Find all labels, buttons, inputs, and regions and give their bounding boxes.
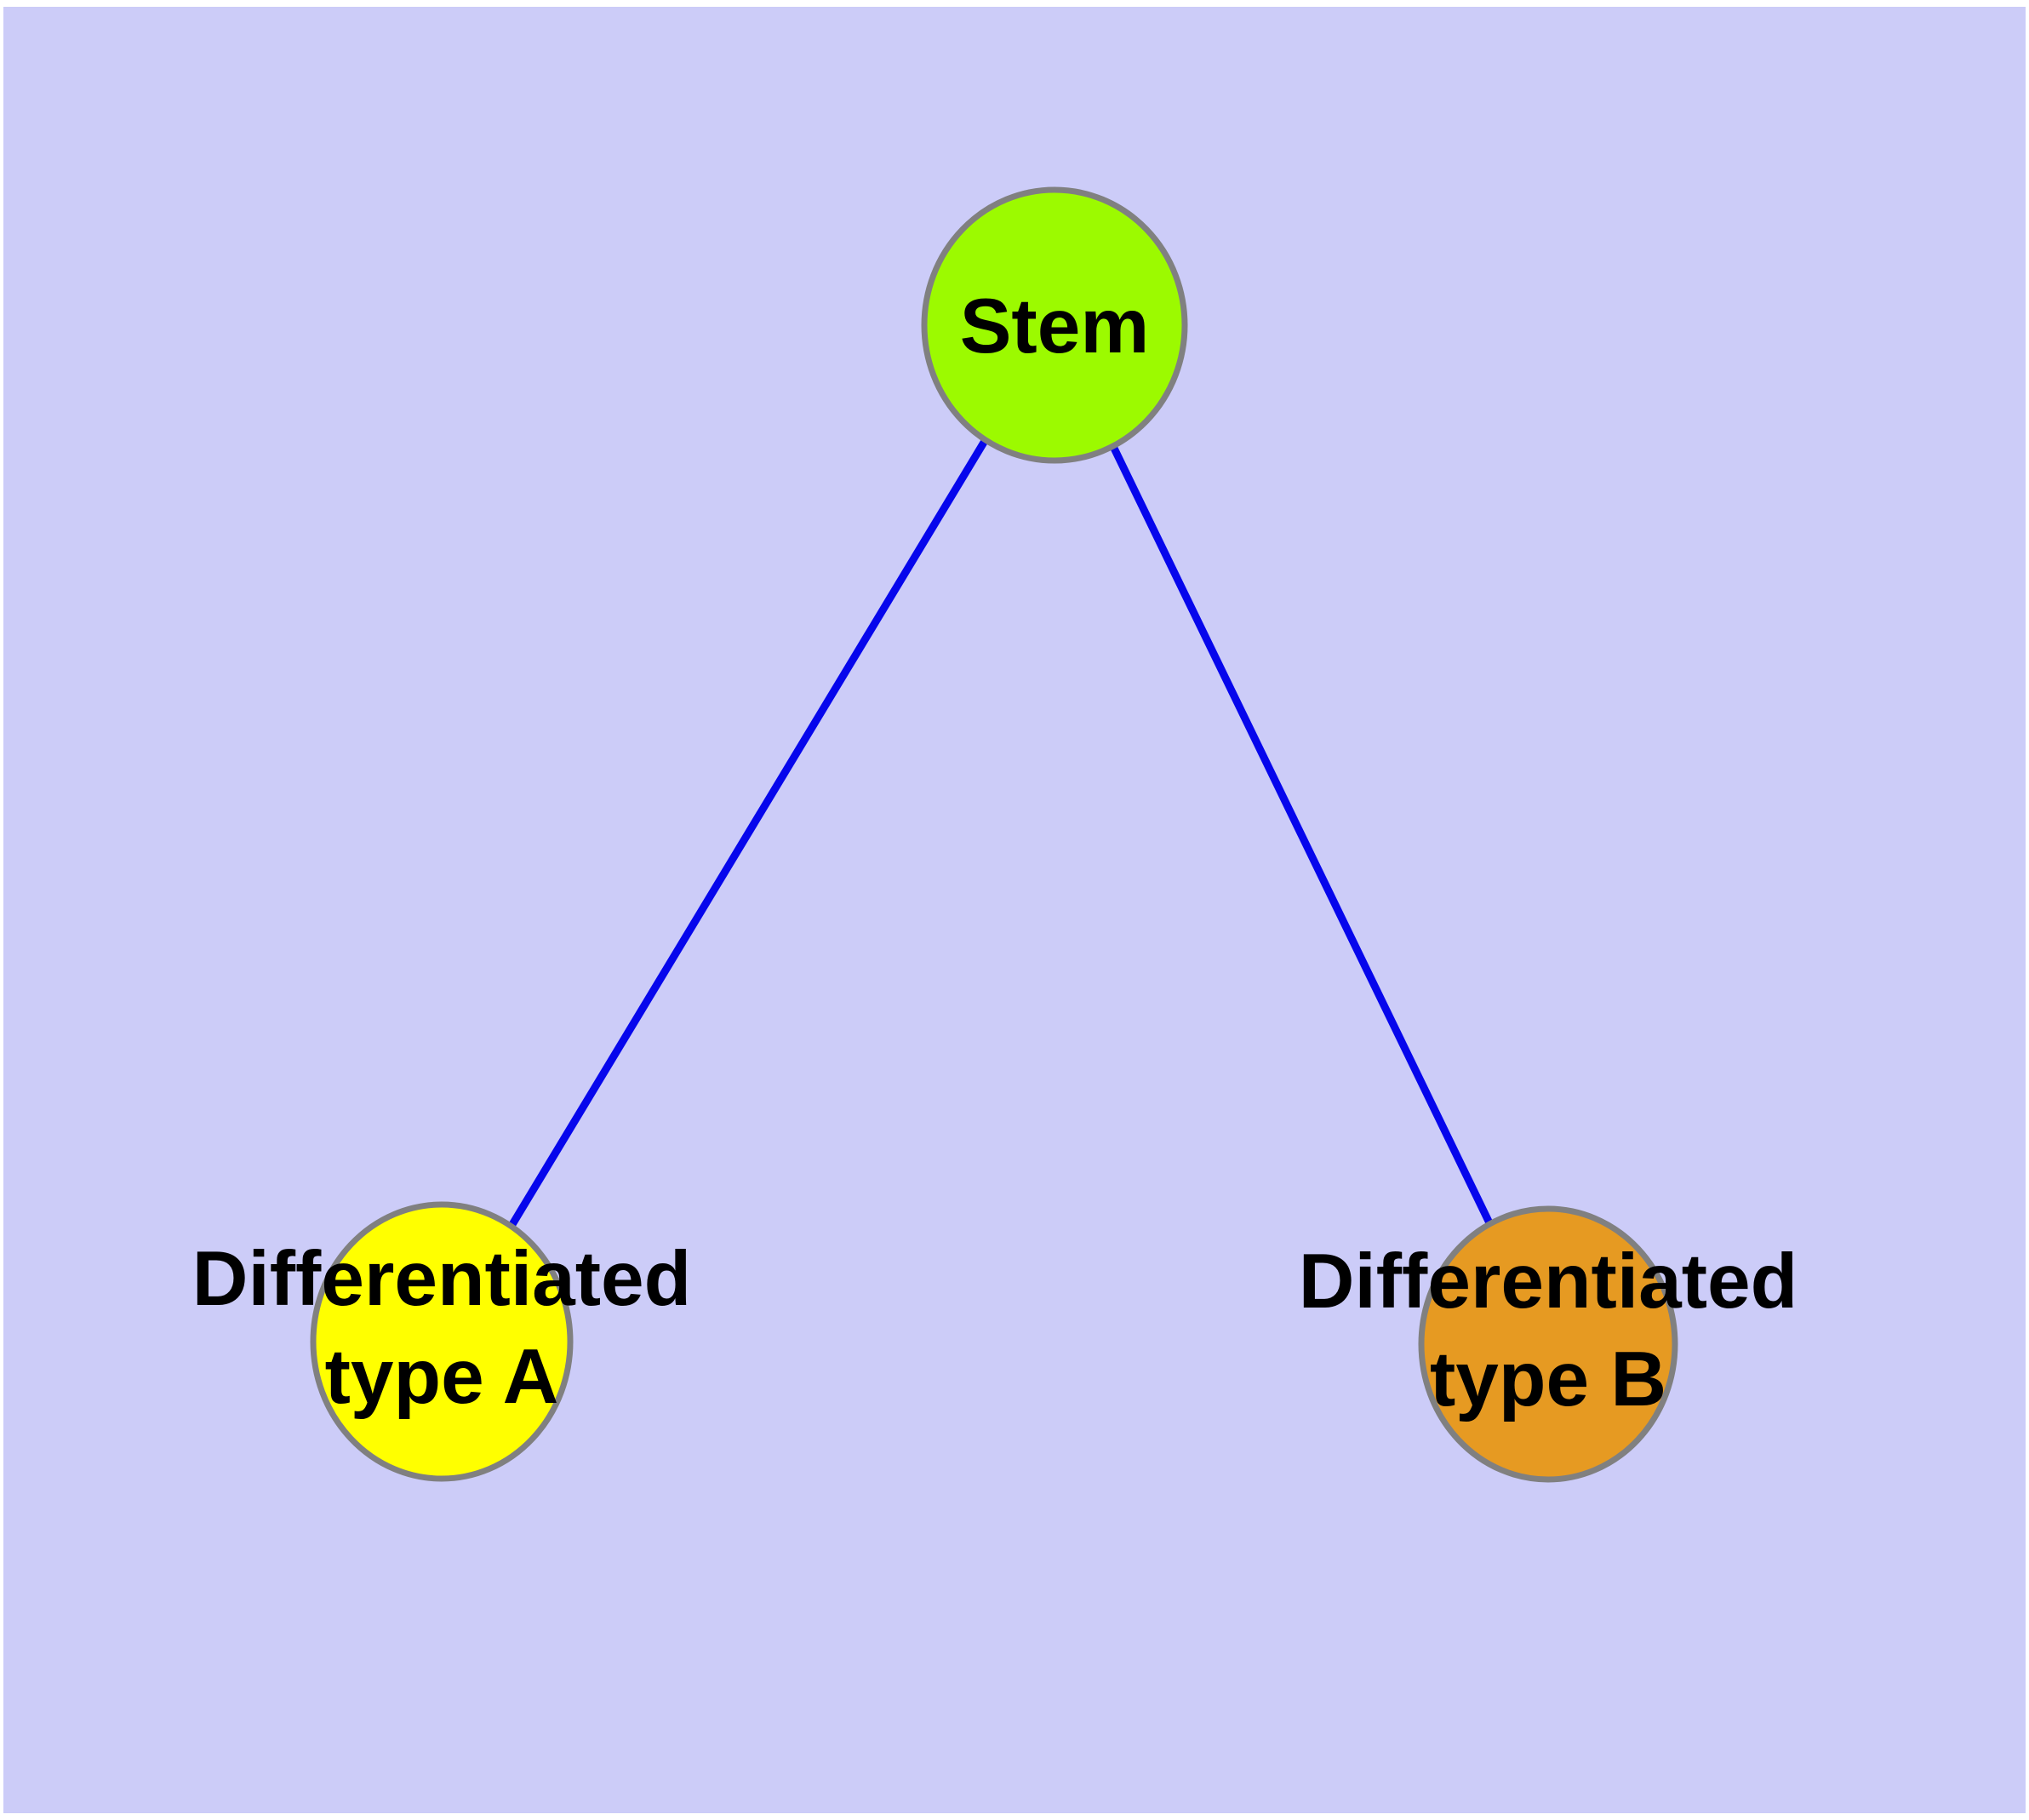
node-differentiated-type-a-label-line2: type A — [325, 1334, 559, 1420]
node-differentiated-type-a — [310, 1201, 574, 1482]
node-differentiated-type-b-label-line1: Differentiated — [1299, 1239, 1798, 1325]
node-differentiated-type-b-label-line2: type B — [1430, 1336, 1666, 1422]
node-differentiated-type-a-label-line1: Differentiated — [192, 1236, 692, 1322]
node-differentiated-type-b — [1418, 1205, 1678, 1483]
edge-stem-to-type-a — [438, 323, 1058, 1344]
node-stem-label: Stem — [960, 283, 1150, 369]
node-stem — [921, 186, 1188, 464]
edge-stem-to-type-b — [1050, 323, 1552, 1346]
